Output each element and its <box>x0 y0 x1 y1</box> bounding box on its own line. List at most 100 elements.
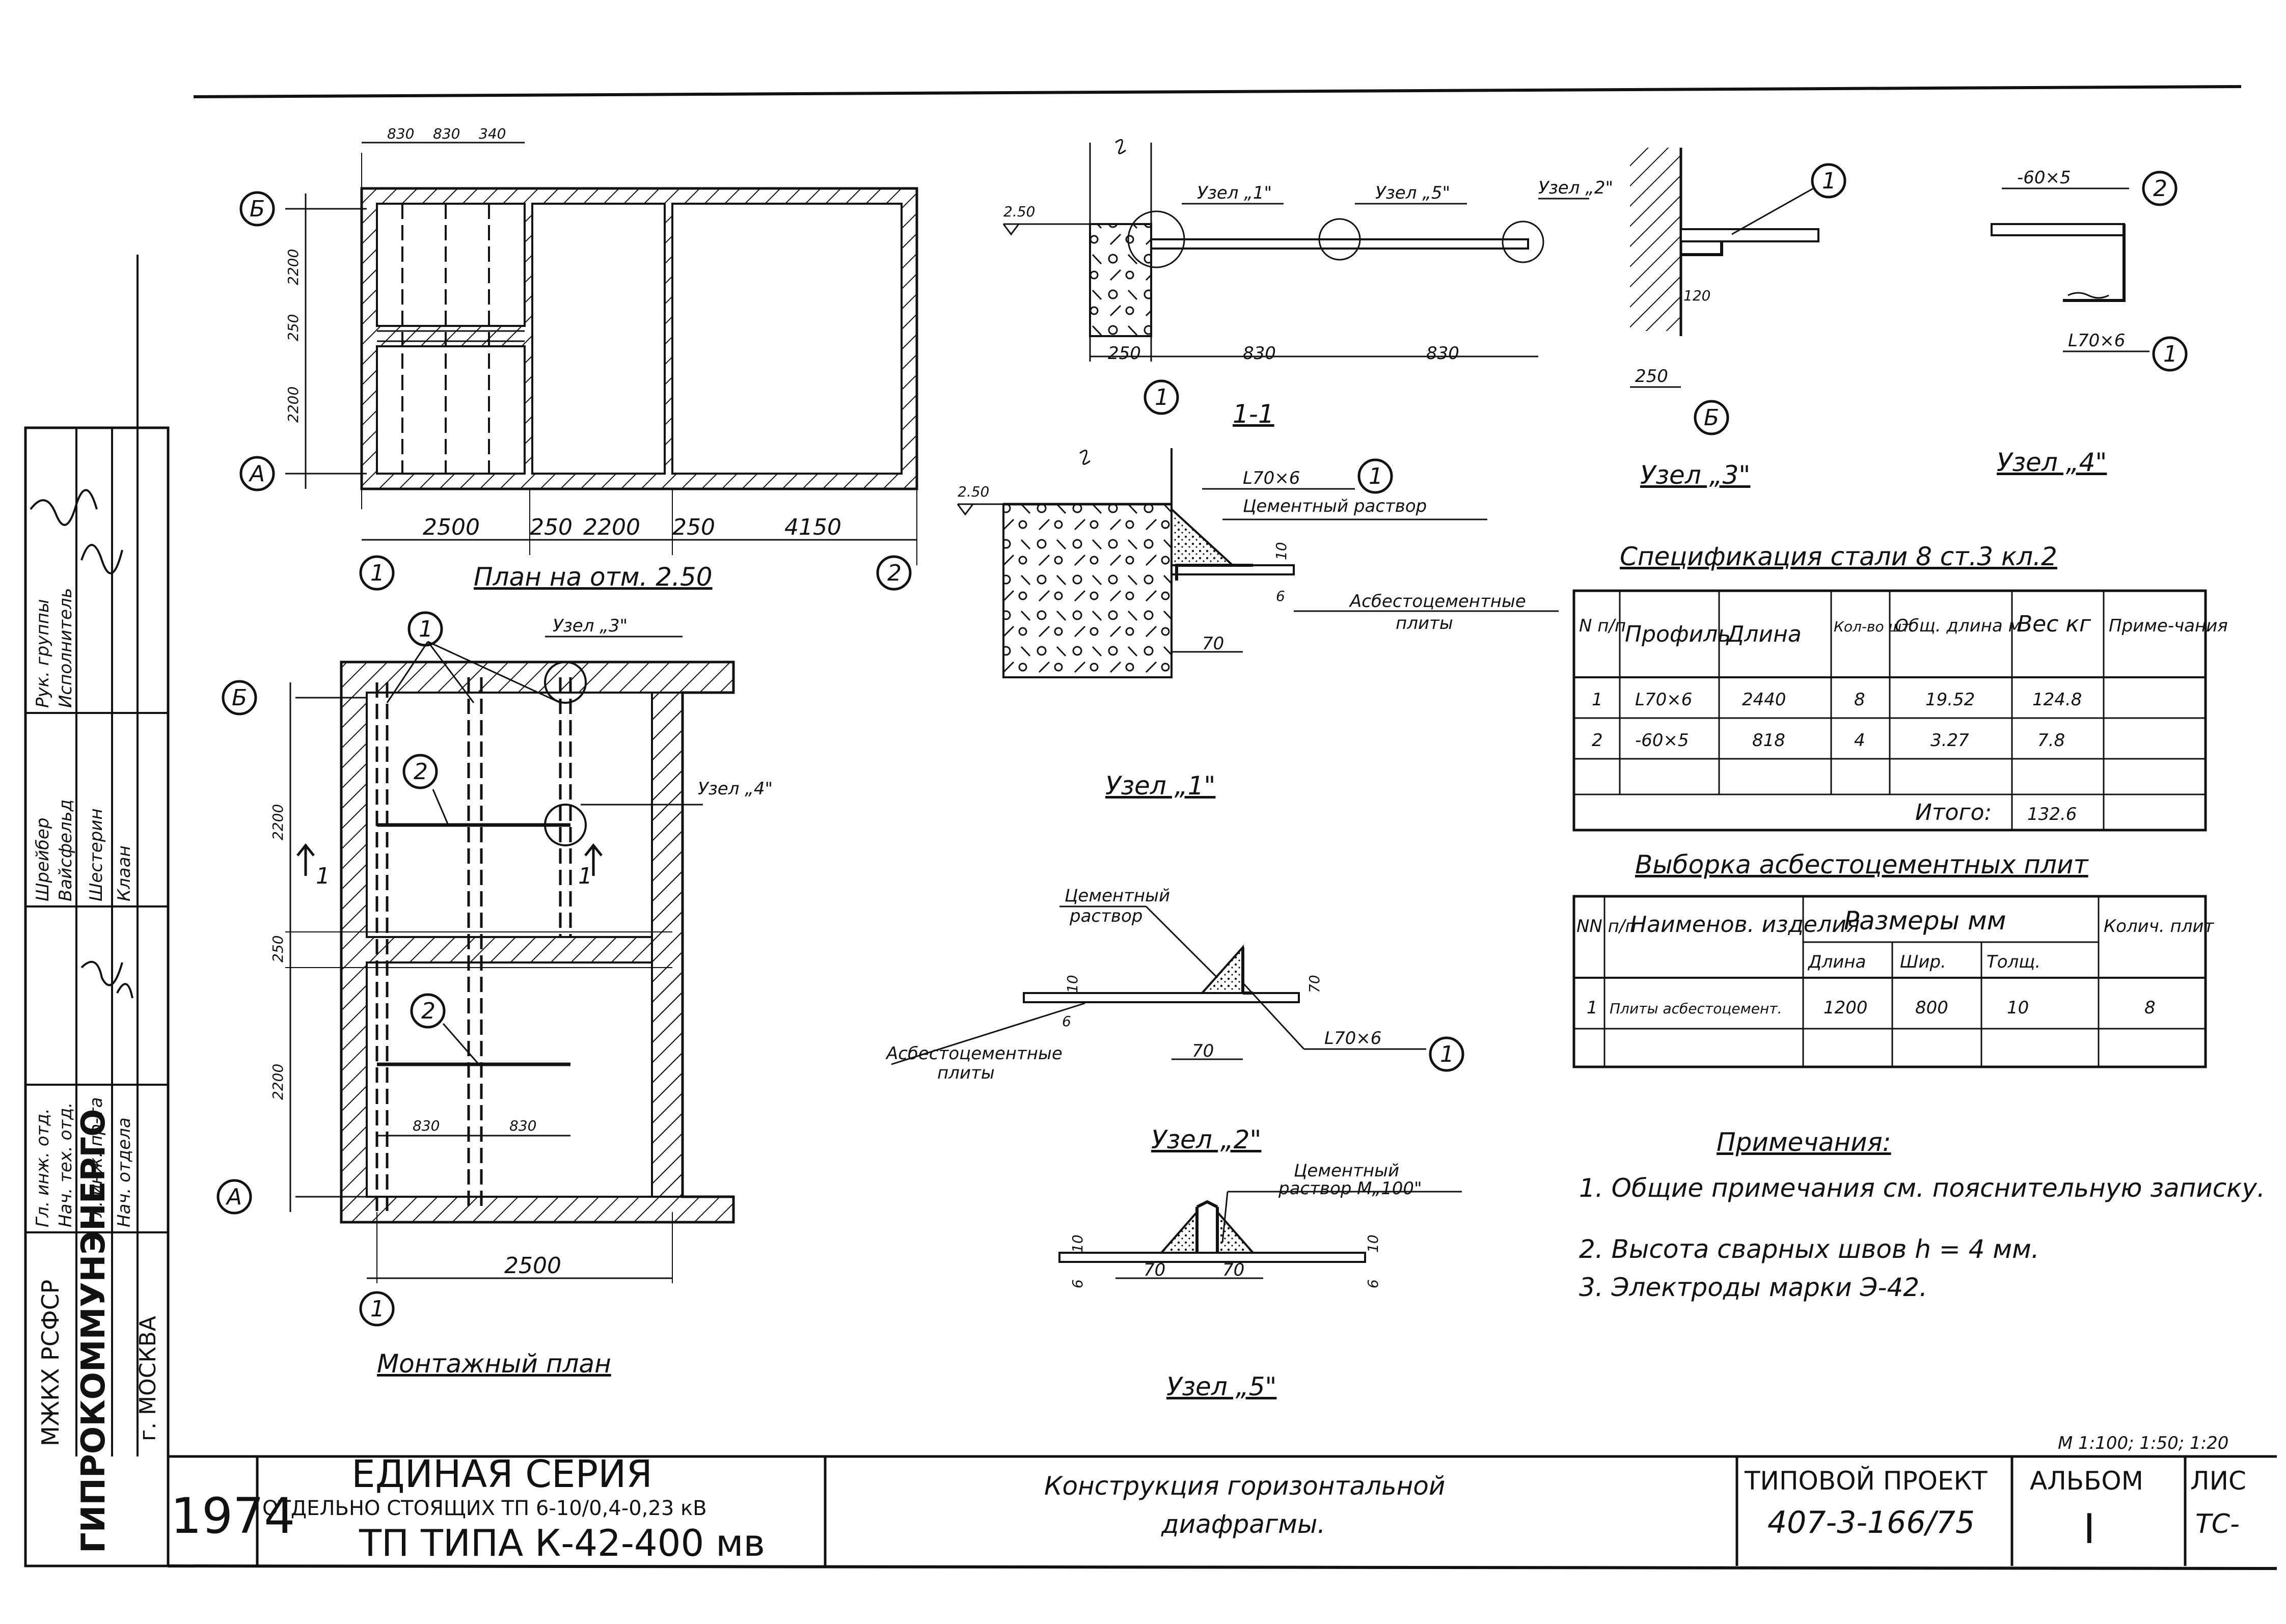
plates-r-n: 1 <box>1587 998 1598 1018</box>
spec-h-length: Длина <box>1726 621 1802 647</box>
node-4: -60×5 2 L70×6 1 Узел „4" <box>1991 168 2188 477</box>
mount-dim-250: 250 <box>269 935 286 962</box>
sec-call-node2: Узел „2" <box>1538 178 1613 198</box>
n1-dim-6: 6 <box>1276 588 1285 604</box>
spec-r1-total: 19.52 <box>1925 690 1975 710</box>
signature-3 <box>80 960 123 986</box>
plan-title: План на отм. 2.50 <box>474 562 713 592</box>
n5-dim-70a: 70 <box>1144 1260 1165 1280</box>
left-stamp: МЖКХ РСФСР ГИПРОКОММУНЭНЕРГО г. МОСКВА Р… <box>24 255 170 1567</box>
mount-call-node3: Узел „3" <box>553 616 628 636</box>
n2-asbestos-b: плиты <box>937 1063 995 1083</box>
spec-r2-profile: -60×5 <box>1635 730 1689 751</box>
plan-dim-2500: 2500 <box>423 514 480 540</box>
plan-axis-B: Б <box>250 196 265 222</box>
n5-dim-6a: 6 <box>1069 1279 1086 1288</box>
n4-mark-2: 2 <box>2153 176 2167 202</box>
spec-r1-length: 2440 <box>1742 690 1786 710</box>
n2-angle: L70×6 <box>1324 1028 1381 1049</box>
mount-axis-A: А <box>225 1184 242 1210</box>
n2-dim-6: 6 <box>1062 1013 1071 1030</box>
n1-asbestos-b: плиты <box>1396 613 1453 634</box>
org-city: г. МОСКВА <box>135 1316 161 1441</box>
plates-title: Выборка асбестоцементных плит <box>1635 850 2089 879</box>
n5-cement-a: Цементный <box>1294 1161 1399 1181</box>
bottom-stamp: М 1:100; 1:50; 1:20 1974 ЕДИНАЯ СЕРИЯ ОТ… <box>167 1433 2246 1566</box>
spec-r1-n: 1 <box>1592 690 1603 710</box>
role-8: Нач. тех. отд. <box>56 1103 76 1228</box>
node-5: Цементный раствор М„100" 70 70 10 6 10 6… <box>1058 1161 1462 1401</box>
sec-elev: 2.50 <box>1003 203 1035 220</box>
n2-dim-10: 10 <box>1064 975 1081 993</box>
node-3: 250 120 1 Б Узел „3" <box>1630 148 1846 490</box>
n1-angle: L70×6 <box>1243 468 1300 488</box>
spec-total-label: Итого: <box>1915 800 1992 825</box>
spec-h-profile: Профиль <box>1625 621 1731 647</box>
org-ministry: МЖКХ РСФСР <box>37 1280 64 1446</box>
n5-dim-10b: 10 <box>1365 1234 1381 1253</box>
n2-dim-70v: 70 <box>1306 975 1323 993</box>
spec-r2-length: 818 <box>1752 730 1785 751</box>
mount-call-node4: Узел „4" <box>698 779 773 799</box>
stamp-series-type: ТП ТИПА К-42-400 мв <box>359 1522 765 1564</box>
plan-dim-2200c: 2200 <box>583 514 640 540</box>
sec-dim-830a: 830 <box>1243 343 1276 364</box>
n5-dim-70b: 70 <box>1222 1260 1244 1280</box>
plan-dim-2200a: 2200 <box>285 249 302 285</box>
plates-r-len: 1200 <box>1824 998 1868 1018</box>
stamp-series-title: ЕДИНАЯ СЕРИЯ <box>351 1452 652 1496</box>
n2-mark-1: 1 <box>1440 1041 1454 1067</box>
mount-mark-2a: 2 <box>414 759 428 785</box>
spec-h-weight: Вес кг <box>2017 611 2091 637</box>
n4-strip: -60×5 <box>2017 168 2071 188</box>
mount-dim-2200b: 2200 <box>269 1064 286 1100</box>
section-1-1: 2.50 Узел „1" Узел „5" Узел „2" 250 830 … <box>1002 139 1613 429</box>
spec-r2-qty: 4 <box>1854 730 1865 751</box>
n5-cement-b: раствор М„100" <box>1278 1178 1422 1199</box>
n1-mark-1: 1 <box>1369 463 1383 489</box>
n2-cement-b: раствор <box>1069 906 1142 926</box>
mount-axis-B: Б <box>232 685 247 711</box>
mount-dim-830a: 830 <box>413 1117 440 1134</box>
plates-r-name: Плиты асбестоцемент. <box>1610 1000 1782 1017</box>
node-2: Цементный раствор L70×6 1 Асбестоцементн… <box>885 886 1464 1154</box>
sec-dim-250: 250 <box>1108 343 1141 364</box>
n1-asbestos-a: Асбестоцементные <box>1349 591 1526 612</box>
role-10: Нач. отдела <box>114 1117 134 1227</box>
note-3: 3. Электроды марки Э-42. <box>1579 1273 1927 1302</box>
sec-dim-830b: 830 <box>1426 343 1459 364</box>
n1-cement: Цементный раствор <box>1243 496 1427 516</box>
plates-h-wid: Шир. <box>1900 952 1946 972</box>
signature-2 <box>80 544 123 574</box>
plates-h-thk: Толщ. <box>1986 952 2040 972</box>
stamp-year: 1974 <box>171 1488 295 1545</box>
n5-dim-6b: 6 <box>1365 1279 1381 1288</box>
spec-r1-profile: L70×6 <box>1635 690 1692 710</box>
stamp-album-no: I <box>2083 1505 2096 1553</box>
mount-dim-2200a: 2200 <box>269 804 286 840</box>
stamp-scale: М 1:100; 1:50; 1:20 <box>2058 1433 2228 1453</box>
n4-title: Узел „4" <box>1997 448 2107 477</box>
sec-axis-1: 1 <box>1155 384 1169 410</box>
role-1: Рук. группы <box>33 599 53 708</box>
plan-dim-2200b: 2200 <box>285 387 302 423</box>
n3-dim-120: 120 <box>1683 287 1710 304</box>
mount-view: 1 2 2 Узел „3" Узел „4" 2200 250 2200 83… <box>216 611 773 1379</box>
n2-cement-a: Цементный <box>1065 886 1170 906</box>
sec-call-node1: Узел „1" <box>1197 183 1272 203</box>
spec-r2-total: 3.27 <box>1930 730 1969 751</box>
spec-h-qty: Кол-во шт. <box>1834 618 1914 635</box>
role-3: Шрейбер <box>33 818 53 901</box>
plan-axis-A: А <box>248 461 265 487</box>
n4-angle: L70×6 <box>2068 331 2125 351</box>
stamp-series-sub: ОТДЕЛЬНО СТОЯЩИХ ТП 6-10/0,4-0,23 кВ <box>262 1497 707 1520</box>
role-9: Гл. инж. пр-та <box>86 1097 106 1227</box>
stamp-project-no: 407-3-166/75 <box>1767 1505 1975 1540</box>
spec-title: Спецификация стали 8 ст.3 кл.2 <box>1620 542 2057 571</box>
n5-title: Узел „5" <box>1166 1372 1276 1401</box>
spec-h-n: N п/п <box>1579 616 1626 636</box>
plan-dim-250c: 250 <box>672 514 715 540</box>
n3-title: Узел „3" <box>1640 460 1750 490</box>
role-6: Клаан <box>114 845 134 901</box>
org-name: ГИПРОКОММУНЭНЕРГО <box>75 1109 113 1553</box>
